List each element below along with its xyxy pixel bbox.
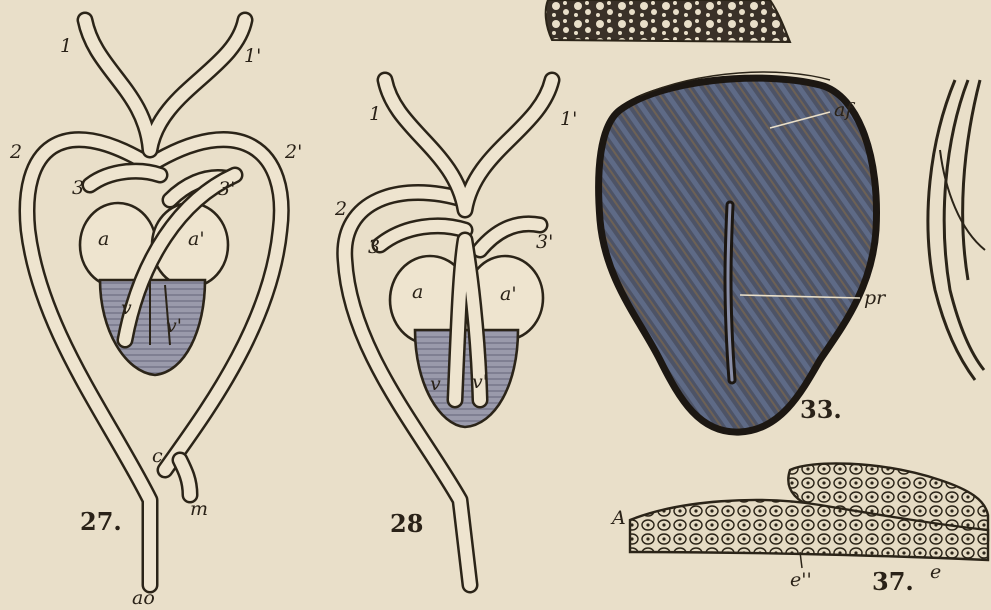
fig27-label-c: c [152,445,163,467]
fig28-label-v-prime: v' [472,371,488,393]
fig27-label-v: v [121,297,132,319]
fig28-label-3-prime: 3' [536,231,553,253]
fig33-label-af: af [834,99,855,121]
fig27-label-ao: ao [132,587,155,609]
fig28-number: 28 [390,509,423,538]
fig33-number: 33. [800,395,842,424]
fig37-label-A: A [610,507,626,529]
fig28-label-3: 3 [368,236,380,258]
fig27-number: 27. [80,507,122,536]
fig37-label-e: e [930,561,941,583]
fig28-label-2: 2 [334,198,347,220]
cellular-tissue-strip [546,0,790,42]
fig28-label-1-prime: 1' [560,108,577,130]
fig28-label-a-prime: a' [500,283,517,305]
fig28-label-a: a [412,281,423,303]
fig27-label-m: m [190,498,208,520]
fig27-label-a-prime: a' [188,228,205,250]
fig27-label-3-prime: 3' [218,178,235,200]
fig37-number: 37. [872,567,914,596]
fig27-label-a: a [98,228,109,250]
fig27-label-2: 2 [9,141,22,163]
fig27-label-v-prime: v' [166,315,182,337]
fig33-label-pr: pr [864,287,887,309]
fig28-label-v: v [430,373,441,395]
fig27-label-3: 3 [72,177,84,199]
fig27-label-2-prime: 2' [284,141,302,163]
fig27-label-1-prime: 1' [244,45,261,67]
fig37-label-e-double-prime: e'' [790,569,812,591]
fig28-label-1: 1 [369,103,381,125]
fig27-label-1: 1 [60,35,72,57]
